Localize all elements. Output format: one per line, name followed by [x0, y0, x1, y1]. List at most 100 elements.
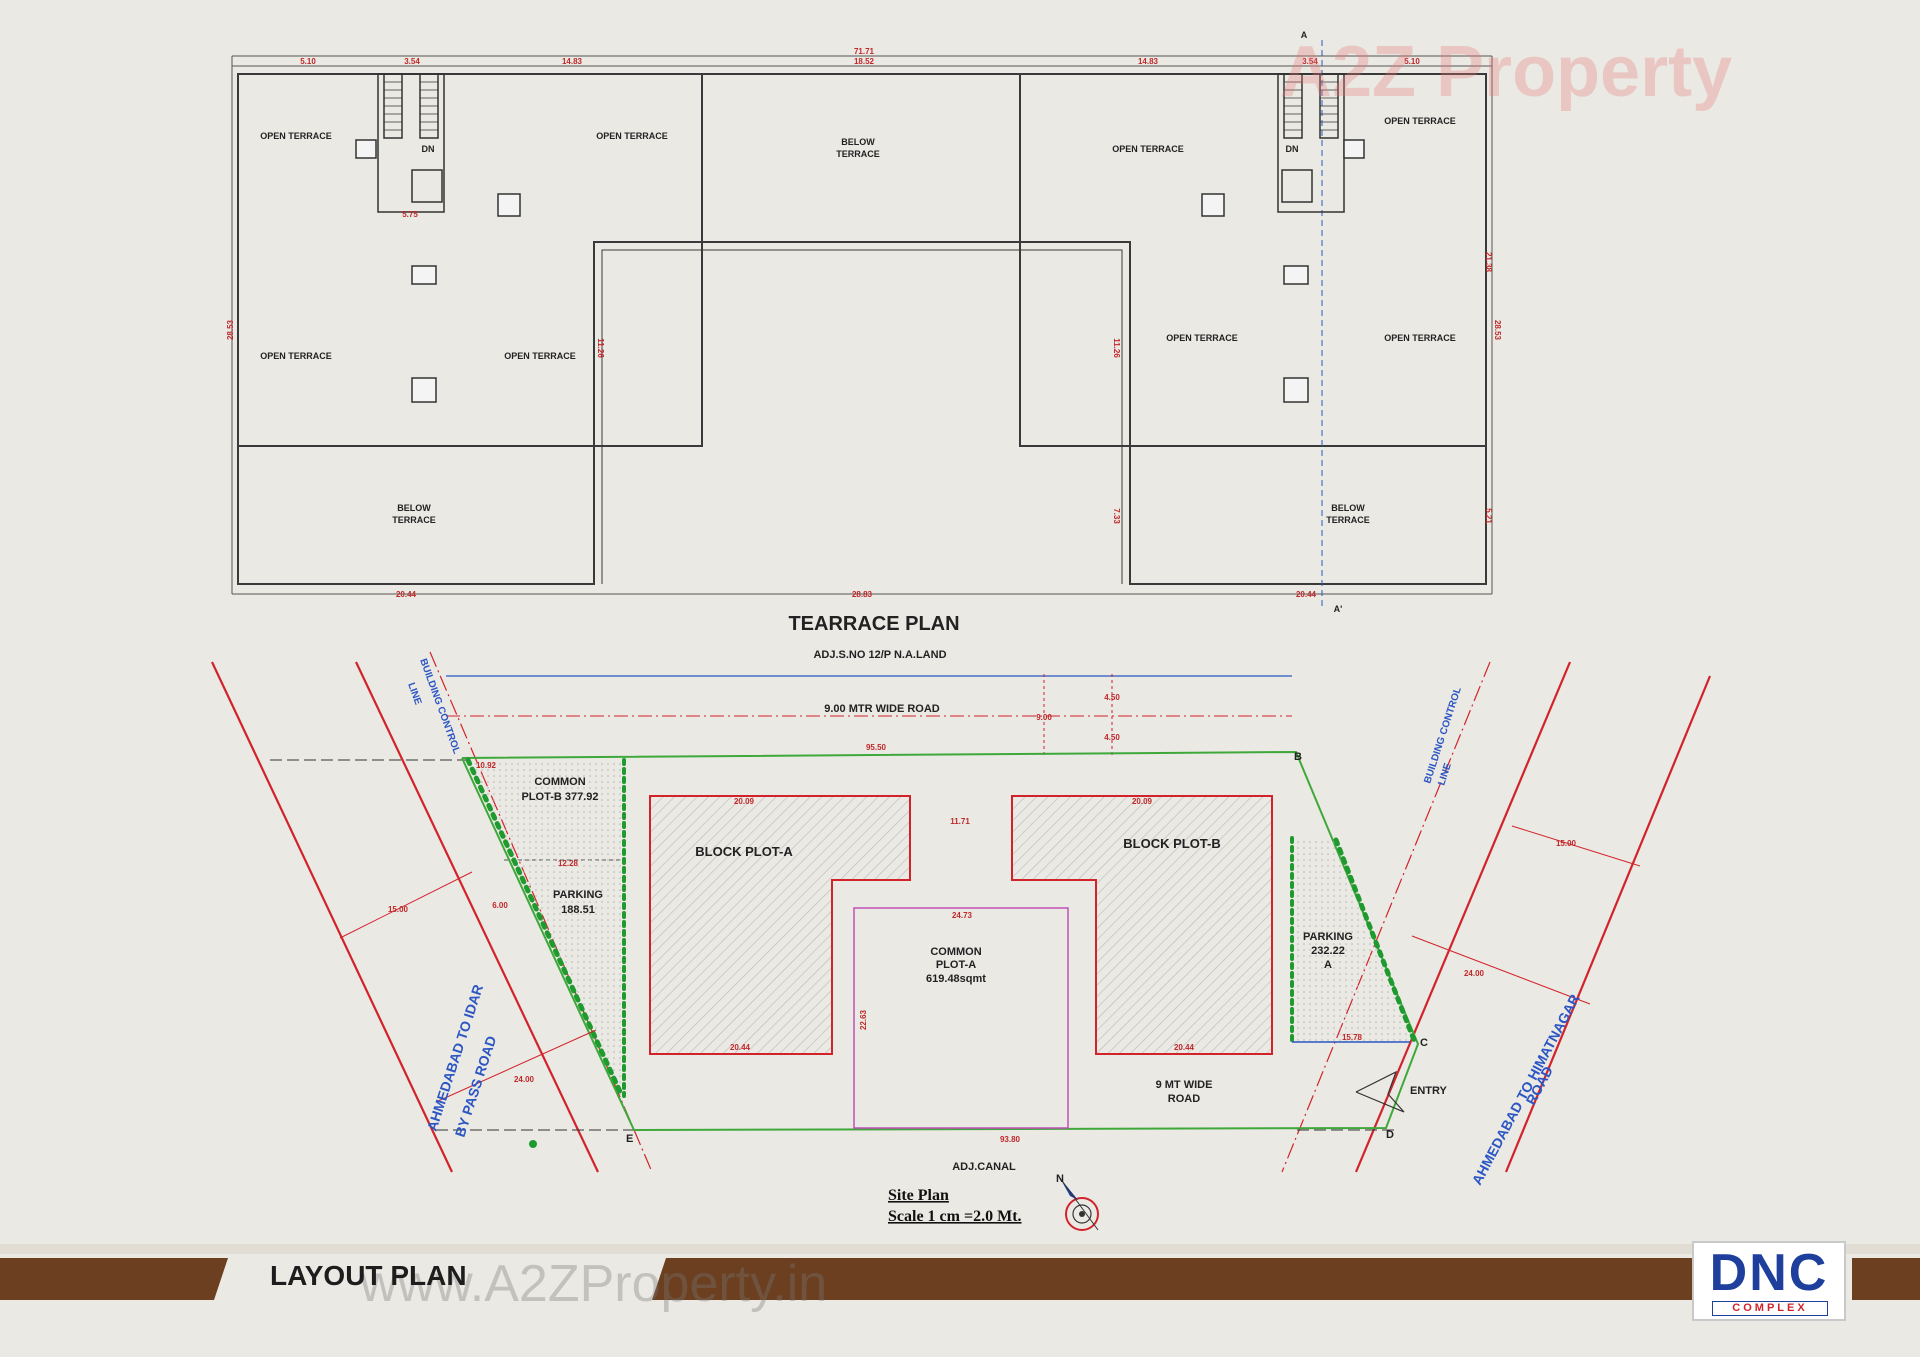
dim-parking-right: 15.78	[1342, 1033, 1363, 1042]
dim-mid-height-2: 11.26	[1112, 338, 1121, 358]
tree-line-left-diagonal	[465, 757, 625, 1099]
block-plot-a	[649, 795, 911, 1055]
dim-parking-width: 12.28	[558, 859, 579, 868]
south-road-label-2: ROAD	[1168, 1093, 1200, 1105]
plot-boundary	[461, 750, 1420, 1132]
dim-right-lower: 5.21	[1484, 508, 1493, 524]
dim-stair: 5.75	[402, 210, 418, 219]
dnc-logo: DNC COMPLEX	[1694, 1243, 1844, 1319]
below-terrace-right-1: BELOW	[1331, 503, 1365, 513]
block-a-label: BLOCK PLOT-A	[695, 844, 793, 859]
terrace-plan-title: TEARRACE PLAN	[788, 613, 959, 635]
dim-inner: 18.52	[854, 57, 875, 66]
dim-bottom-mid: 28.83	[852, 590, 873, 599]
point-d: D	[1386, 1129, 1394, 1141]
terrace-label-r4: OPEN TERRACE	[1384, 333, 1456, 343]
common-a-label-2: PLOT-A	[936, 959, 976, 971]
point-e: E	[626, 1133, 633, 1145]
dim-right-upper: 21.38	[1484, 252, 1493, 273]
block-plot-b	[1011, 795, 1273, 1055]
dim-bottom-right: 20.44	[1296, 590, 1317, 599]
dim-block-a-bottom: 20.44	[730, 1043, 751, 1052]
dim-bottom: 93.80	[1000, 1135, 1021, 1144]
dim-right-height: 28.53	[1493, 320, 1502, 341]
terrace-label-tl: OPEN TERRACE	[260, 131, 332, 141]
north-road-label: 9.00 MTR WIDE ROAD	[824, 703, 940, 715]
watermark-logo: A2Z Property	[1280, 32, 1732, 112]
parking-right-label-2: 232.22	[1311, 945, 1345, 957]
terrace-label-r1: OPEN TERRACE	[1112, 144, 1184, 154]
dim-top-left-b: 3.54	[404, 57, 420, 66]
left-staircase	[377, 73, 445, 213]
dim-top-right-b: 3.54	[1302, 57, 1318, 66]
site-plan-title: Site Plan	[888, 1187, 949, 1204]
terrace-label-r2: OPEN TERRACE	[1384, 116, 1456, 126]
diagonal-road-lines	[211, 651, 1712, 1173]
parking-right	[1292, 838, 1412, 1042]
north-road-lines	[446, 674, 1292, 756]
right-block-outline	[1019, 73, 1487, 447]
dim-lower-2: 7.33	[1112, 508, 1121, 524]
dim-top: 95.50	[866, 743, 887, 752]
south-road-label-1: 9 MT WIDE	[1156, 1079, 1213, 1091]
below-terrace-center-2: TERRACE	[836, 149, 880, 159]
terrace-label-r3: OPEN TERRACE	[1166, 333, 1238, 343]
dim-top-left-a: 5.10	[300, 57, 316, 66]
north-label: N	[1056, 1173, 1064, 1185]
dim-block-b-top: 20.09	[1132, 797, 1153, 806]
point-c: C	[1420, 1037, 1428, 1049]
left-block-outline	[237, 73, 703, 447]
parking-left-label-1: PARKING	[553, 889, 603, 901]
below-terrace-left-2: TERRACE	[392, 515, 436, 525]
common-plot-a	[853, 907, 1069, 1129]
parking-left-label-2: 188.51	[561, 904, 595, 916]
entry-label: ENTRY	[1410, 1085, 1448, 1097]
dim-road-left-15: 15.00	[388, 905, 409, 914]
dim-common-height: 22.63	[859, 1009, 868, 1030]
block-b-label: BLOCK PLOT-B	[1123, 836, 1221, 851]
dim-bottom-left: 20.44	[396, 590, 417, 599]
point-b: B	[1294, 751, 1302, 763]
stair-dn-right: DN	[1286, 144, 1299, 154]
dim-road-left-6: 6.00	[492, 901, 508, 910]
road-right-name-1: AHMEDABAD TO HIMATNAGAR	[1469, 992, 1583, 1188]
adj-south-label: ADJ.CANAL	[952, 1161, 1016, 1173]
below-terrace-left-1: BELOW	[397, 503, 431, 513]
dim-900: 9.00	[1036, 713, 1052, 722]
right-below-terrace	[1129, 445, 1487, 585]
entry-arrow-icon	[1355, 1070, 1405, 1113]
stair-dn-left: DN	[422, 144, 435, 154]
parking-right-label-3: A	[1324, 959, 1332, 971]
terrace-dimension-lines	[231, 40, 1493, 610]
road-dimension-lines	[339, 825, 1641, 1103]
footer-layout-label: LAYOUT PLAN	[270, 1260, 467, 1291]
site-plan-scale: Scale 1 cm =2.0 Mt.	[888, 1208, 1022, 1225]
common-a-label-1: COMMON	[930, 946, 981, 958]
north-arrow-icon	[1059, 1177, 1099, 1231]
terrace-ducts	[355, 139, 1365, 403]
common-b-label-2: PLOT-B 377.92	[521, 791, 598, 803]
dim-mid-height-1: 11.26	[596, 338, 605, 358]
dim-common-top: 24.73	[952, 911, 973, 920]
dim-450-b: 4.50	[1104, 733, 1120, 742]
dim-450-a: 4.50	[1104, 693, 1120, 702]
section-mark-a: A	[1301, 30, 1308, 40]
footer-watermark: www.A2ZProperty.in	[360, 1255, 828, 1313]
below-terrace-center-1: BELOW	[841, 137, 875, 147]
dim-left-height: 28.53	[226, 319, 235, 340]
tree-icon	[529, 1140, 537, 1148]
terrace-plan	[237, 73, 1487, 585]
terrace-label-bm: OPEN TERRACE	[504, 351, 576, 361]
logo-sub-text: COMPLEX	[1712, 1301, 1828, 1316]
section-mark-a-prime: A'	[1334, 604, 1343, 614]
dim-block-b-bottom: 20.44	[1174, 1043, 1195, 1052]
terrace-label-tr: OPEN TERRACE	[596, 131, 668, 141]
dim-mid: 11.71	[950, 817, 970, 826]
adj-north-label: ADJ.S.NO 12/P N.A.LAND	[813, 649, 946, 661]
dim-overall: 71.71	[854, 47, 875, 56]
below-terrace-right-2: TERRACE	[1326, 515, 1370, 525]
common-b-label-1: COMMON	[534, 776, 585, 788]
dim-road-left-24: 24.00	[514, 1075, 535, 1084]
courtyard-outline	[593, 241, 1131, 584]
